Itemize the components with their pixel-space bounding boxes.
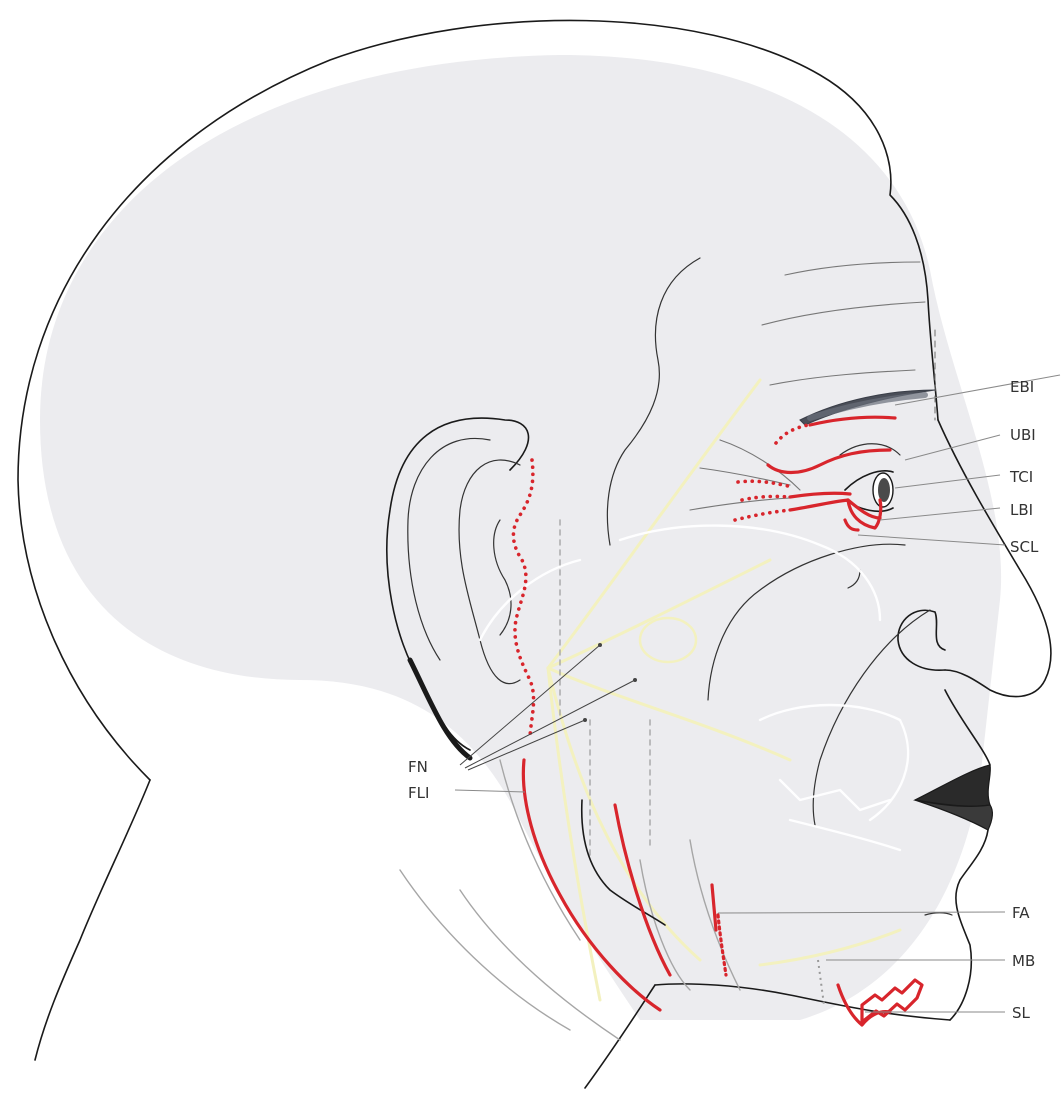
neck-contour-1: [400, 870, 570, 1030]
label-fli: FLI: [408, 784, 429, 802]
label-sl: SL: [1012, 1004, 1031, 1022]
label-fn: FN: [408, 758, 428, 776]
label-lbi: LBI: [1010, 501, 1033, 519]
skull-shade: [40, 55, 1001, 1020]
label-ebi: EBI: [1010, 378, 1034, 396]
label-tci: TCI: [1009, 468, 1033, 486]
label-fa: FA: [1012, 904, 1030, 922]
label-scl: SCL: [1010, 538, 1039, 556]
fn-point-3: [583, 718, 587, 722]
fn-point-2: [633, 678, 637, 682]
skull-shading: [40, 55, 1001, 1020]
label-mb: MB: [1012, 952, 1035, 970]
iris: [878, 478, 890, 502]
label-ubi: UBI: [1010, 426, 1036, 444]
submental-zigzag: [862, 980, 922, 1022]
back-neck-line: [35, 780, 150, 1060]
fn-point-1: [598, 643, 602, 647]
